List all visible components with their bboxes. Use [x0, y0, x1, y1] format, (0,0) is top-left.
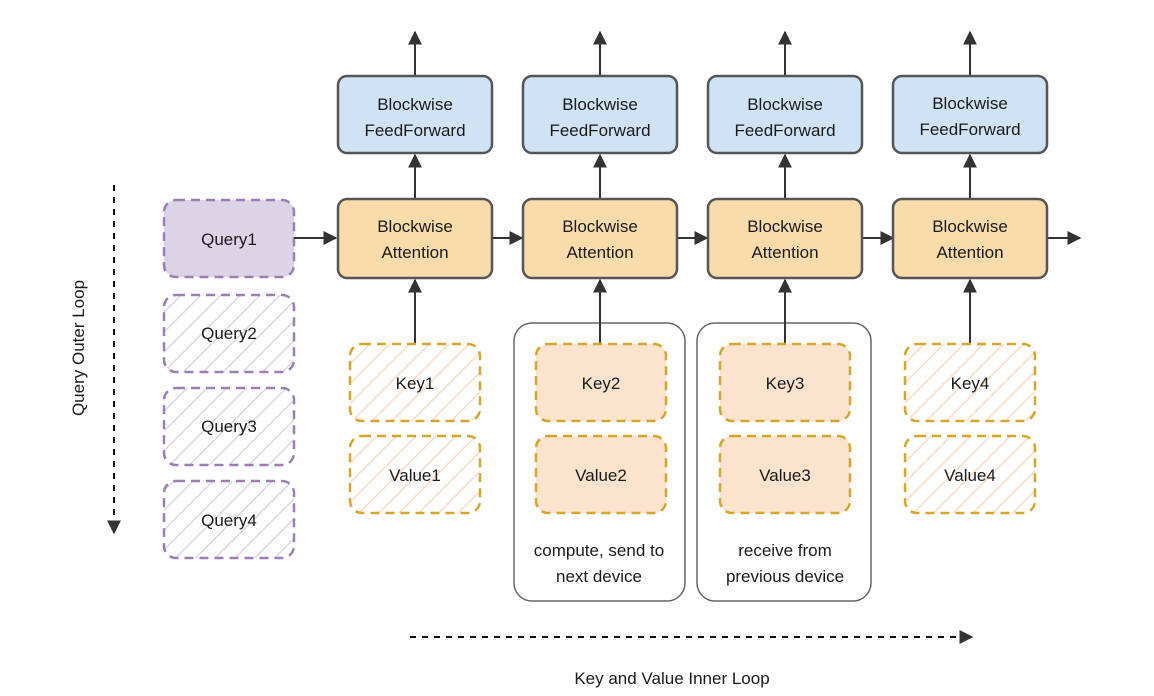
- device-note-line1: receive from: [738, 541, 832, 560]
- key-label: Key2: [582, 374, 621, 393]
- query-label: Query3: [201, 417, 257, 436]
- value-label: Value4: [944, 466, 996, 485]
- attention-label-line1: Blockwise: [747, 217, 823, 236]
- query-label: Query2: [201, 324, 257, 343]
- attention-block: Blockwise Attention: [336, 197, 494, 280]
- feedforward-label-line2: FeedForward: [549, 121, 650, 140]
- feedforward-label-line1: Blockwise: [932, 94, 1008, 113]
- block-column: Blockwise FeedForward Blockwise Attentio…: [513, 30, 686, 602]
- key-label: Key3: [766, 374, 805, 393]
- inner-loop-label: Key and Value Inner Loop: [574, 669, 769, 688]
- key-block: Key4: [903, 342, 1037, 423]
- feedforward-block: Blockwise FeedForward: [706, 74, 864, 155]
- feedforward-label-line1: Blockwise: [377, 95, 453, 114]
- attention-label-line1: Blockwise: [562, 217, 638, 236]
- query-block: Query2: [162, 293, 296, 374]
- value-block: Value2: [534, 434, 668, 515]
- block-column: Blockwise FeedForward Blockwise Attentio…: [891, 30, 1049, 515]
- attention-label-line1: Blockwise: [932, 217, 1008, 236]
- block-column: Blockwise FeedForward Blockwise Attentio…: [696, 30, 872, 602]
- query-block: Query1: [162, 198, 296, 279]
- device-note-line2: next device: [556, 567, 642, 586]
- query-label: Query1: [201, 230, 257, 249]
- key-block: Key1: [348, 342, 482, 423]
- key-label: Key1: [396, 374, 435, 393]
- value-block: Value4: [903, 434, 1037, 515]
- device-note-line1: compute, send to: [534, 541, 664, 560]
- query-label: Query4: [201, 511, 257, 530]
- attention-label-line2: Attention: [381, 243, 448, 262]
- feedforward-label-line1: Blockwise: [747, 95, 823, 114]
- key-block: Key3: [718, 342, 852, 423]
- attention-block: Blockwise Attention: [706, 197, 864, 280]
- attention-block: Blockwise Attention: [891, 197, 1049, 280]
- feedforward-label-line2: FeedForward: [919, 120, 1020, 139]
- attention-label-line2: Attention: [566, 243, 633, 262]
- feedforward-label-line1: Blockwise: [562, 95, 638, 114]
- query-block: Query3: [162, 386, 296, 467]
- feedforward-label-line2: FeedForward: [364, 121, 465, 140]
- device-note-line2: previous device: [726, 567, 844, 586]
- value-label: Value3: [759, 466, 811, 485]
- attention-label-line1: Blockwise: [377, 217, 453, 236]
- attention-label-line2: Attention: [936, 243, 1003, 262]
- feedforward-block: Blockwise FeedForward: [336, 74, 494, 155]
- block-column: Blockwise FeedForward Blockwise Attentio…: [336, 30, 494, 515]
- value-block: Value1: [348, 434, 482, 515]
- value-label: Value1: [389, 466, 441, 485]
- key-label: Key4: [951, 374, 990, 393]
- feedforward-block: Blockwise FeedForward: [521, 74, 679, 155]
- value-block: Value3: [718, 434, 852, 515]
- query-block: Query4: [162, 479, 296, 560]
- query-column: Query1 Query2 Query3 Query4: [162, 198, 296, 560]
- outer-loop-label: Query Outer Loop: [69, 280, 88, 416]
- value-label: Value2: [575, 466, 627, 485]
- feedforward-label-line2: FeedForward: [734, 121, 835, 140]
- feedforward-block: Blockwise FeedForward: [891, 74, 1049, 155]
- key-block: Key2: [534, 342, 668, 423]
- attention-label-line2: Attention: [751, 243, 818, 262]
- attention-block: Blockwise Attention: [521, 197, 679, 280]
